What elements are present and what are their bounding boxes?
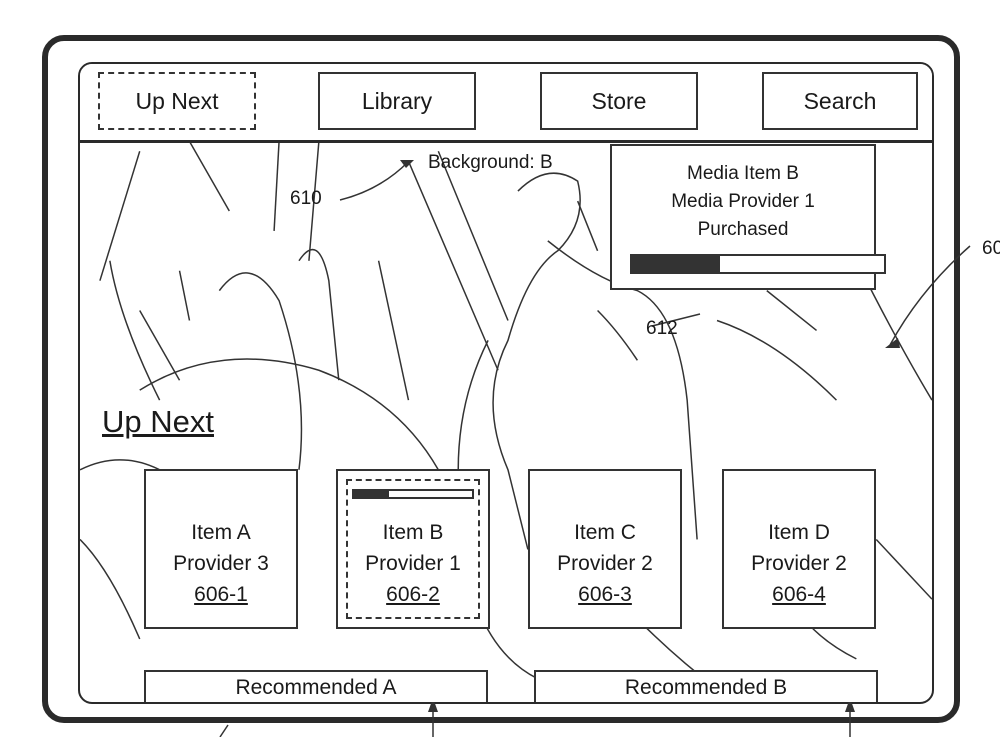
reference-label-60: 60	[982, 238, 1000, 259]
tab-store[interactable]: Store	[540, 72, 698, 130]
tab-library[interactable]: Library	[318, 72, 476, 130]
item-id: 606-4	[772, 583, 826, 606]
media-status: Purchased	[697, 219, 789, 240]
item-title: Item B	[382, 521, 444, 544]
device-frame	[42, 35, 960, 723]
up-next-item-b[interactable]: Item B Provider 1 606-2	[336, 469, 490, 629]
up-next-item-c[interactable]: Item C Provider 2 606-3	[528, 469, 682, 629]
tab-search[interactable]: Search	[762, 72, 918, 130]
item-title: Item A	[191, 521, 251, 544]
media-provider: Media Provider 1	[671, 191, 815, 212]
arrowhead-610	[400, 160, 414, 168]
item-id: 606-1	[194, 583, 248, 606]
arrowhead-recommended-b	[845, 698, 855, 712]
arrow-60	[889, 245, 971, 346]
item-progress-bar	[352, 489, 474, 499]
item-title: Item C	[574, 521, 636, 544]
item-progress-fill	[354, 491, 390, 497]
tv-screen: Up Next Library Store Search Background:…	[78, 62, 934, 704]
media-progress-bar	[630, 254, 886, 274]
item-provider: Provider 1	[365, 552, 461, 575]
up-next-item-a[interactable]: Item A Provider 3 606-1	[144, 469, 298, 629]
item-provider: Provider 3	[173, 552, 269, 575]
reference-label-612: 612	[646, 318, 678, 339]
item-id: 606-3	[578, 583, 632, 606]
item-id: 606-2	[386, 583, 440, 606]
recommended-b-row[interactable]: Recommended B	[534, 670, 878, 702]
item-provider: Provider 2	[557, 552, 653, 575]
section-title-up-next: Up Next	[102, 404, 214, 440]
media-progress-fill	[632, 256, 721, 272]
tab-up-next[interactable]: Up Next	[98, 72, 256, 130]
focus-indicator	[346, 479, 480, 619]
arrow-610	[339, 161, 409, 201]
background-label: Background: B	[428, 152, 553, 173]
arrowhead-recommended-a	[428, 698, 438, 712]
media-info-panel: Media Item B Media Provider 1 Purchased	[610, 144, 886, 290]
arrow-612	[651, 313, 701, 327]
arrowhead-60	[885, 338, 900, 348]
leader-line	[219, 724, 229, 737]
top-nav-bar: Up Next Library Store Search	[80, 64, 932, 143]
item-provider: Provider 2	[751, 552, 847, 575]
item-title: Item D	[768, 521, 830, 544]
up-next-item-d[interactable]: Item D Provider 2 606-4	[722, 469, 876, 629]
reference-label-610: 610	[290, 188, 322, 209]
media-title: Media Item B	[687, 163, 799, 184]
recommended-a-row[interactable]: Recommended A	[144, 670, 488, 702]
